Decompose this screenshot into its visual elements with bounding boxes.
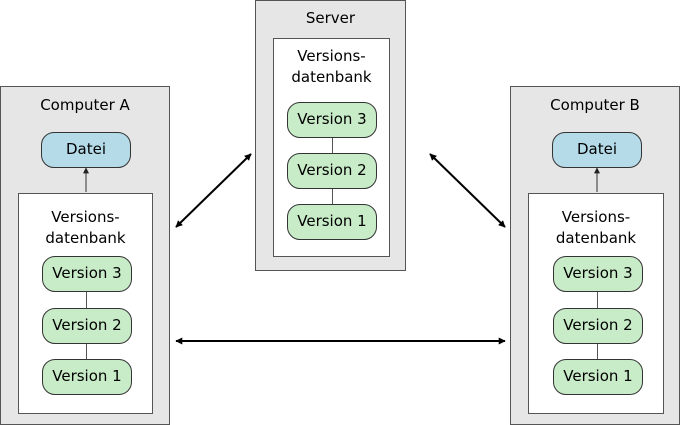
- computer-b-db-label-line1: Versions-: [561, 208, 631, 226]
- computer-b-version-1: Version 1: [553, 359, 643, 395]
- server-version-2: Version 2: [287, 153, 377, 189]
- computer-b-database: Versions- datenbank Version 3 Version 2 …: [528, 193, 664, 414]
- sync-arrow-a-server: [175, 153, 252, 228]
- computer-a-box: Computer A Datei Versions- datenbank Ver…: [0, 86, 170, 425]
- server-version-3: Version 3: [287, 102, 377, 138]
- computer-a-db-label-line2: datenbank: [45, 229, 126, 247]
- server-database: Versions- datenbank Version 3 Version 2 …: [273, 38, 390, 257]
- computer-b-title: Computer B: [550, 96, 640, 114]
- server-title: Server: [305, 9, 356, 27]
- server-version-1: Version 1: [287, 204, 377, 240]
- computer-a-version-3: Version 3: [42, 256, 132, 292]
- computer-a-db-label-line1: Versions-: [51, 208, 120, 226]
- computer-b-file: Datei: [552, 132, 642, 168]
- computer-b-db-label-line2: datenbank: [555, 229, 637, 247]
- computer-b-version-3: Version 3: [553, 256, 643, 292]
- computer-a-version-1: Version 1: [42, 359, 132, 395]
- server-db-label-line1: Versions-: [297, 47, 366, 65]
- computer-a-version-2: Version 2: [42, 308, 132, 344]
- computer-b-version-2: Version 2: [553, 308, 643, 344]
- computer-a-title: Computer A: [40, 96, 130, 114]
- sync-arrow-server-b: [429, 153, 506, 228]
- computer-a-file: Datei: [41, 132, 131, 168]
- server-db-label-line2: datenbank: [291, 68, 372, 86]
- computer-b-box: Computer B Datei Versions- datenbank Ver…: [510, 86, 680, 425]
- computer-a-database: Versions- datenbank Version 3 Version 2 …: [18, 193, 153, 414]
- server-box: Server Versions- datenbank Version 3 Ver…: [255, 0, 406, 271]
